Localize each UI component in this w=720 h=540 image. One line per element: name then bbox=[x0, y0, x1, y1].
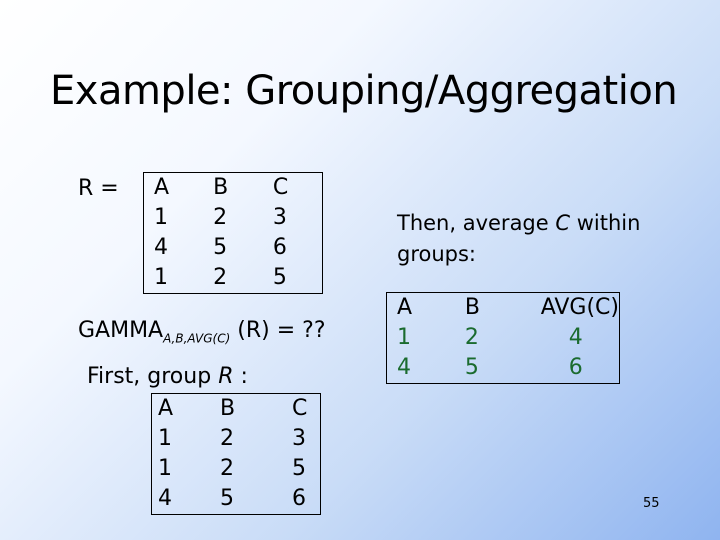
table-row: 1 2 3 bbox=[144, 203, 323, 233]
table-cell: 2 bbox=[220, 426, 234, 451]
table-cell: 6 bbox=[292, 486, 306, 511]
gamma-expression: GAMMAA,B,AVG(C) (R) = ?? bbox=[78, 318, 326, 345]
table-row: 1 2 4 bbox=[387, 323, 620, 353]
header-cell-b: B bbox=[220, 396, 236, 421]
header-cell-b: B bbox=[464, 295, 480, 320]
table-cell: 2 bbox=[213, 205, 228, 230]
table-cell: 1 bbox=[397, 325, 411, 350]
result-relation-table: A B AVG(C) 1 2 4 4 5 6 bbox=[386, 292, 620, 384]
table-header-row: A B C bbox=[144, 173, 323, 204]
then-step-var: C bbox=[555, 211, 571, 235]
table-cell: 5 bbox=[292, 456, 306, 481]
slide-title: Example: Grouping/Aggregation bbox=[50, 68, 678, 114]
header-cell-avg-c: AVG(C) bbox=[540, 295, 619, 320]
table-row: 1 2 5 bbox=[152, 454, 321, 484]
header-cell-a: A bbox=[397, 295, 413, 320]
page-number: 55 bbox=[643, 496, 660, 511]
first-step-colon: : bbox=[233, 364, 248, 389]
table-cell: 2 bbox=[220, 456, 234, 481]
table-cell: 2 bbox=[464, 325, 479, 350]
header-cell-a: A bbox=[158, 396, 174, 421]
table-cell: 3 bbox=[292, 426, 306, 451]
then-step-text: Then, average C within groups: bbox=[397, 208, 687, 270]
table-cell: 6 bbox=[568, 355, 583, 380]
header-cell-c: C bbox=[272, 175, 289, 200]
relation-r-label: R = bbox=[78, 176, 119, 201]
then-step-label: Then, average bbox=[397, 211, 556, 235]
header-cell-b: B bbox=[213, 175, 229, 200]
table-cell: 4 bbox=[397, 355, 411, 380]
table-header-row: A B AVG(C) bbox=[387, 293, 620, 324]
table-cell: 5 bbox=[272, 265, 287, 290]
table-cell: 1 bbox=[154, 205, 168, 230]
header-cell-c: C bbox=[292, 396, 308, 421]
table-cell: 6 bbox=[272, 235, 287, 260]
table-row: 4 5 6 bbox=[152, 484, 321, 515]
first-step-var: R bbox=[218, 364, 234, 389]
table-cell: 5 bbox=[464, 355, 479, 380]
grouped-relation-table: A B C 1 2 3 1 2 5 4 5 6 bbox=[151, 393, 321, 515]
table-cell: 5 bbox=[213, 235, 228, 260]
table-row: 1 2 5 bbox=[144, 263, 323, 294]
table-cell: 4 bbox=[158, 486, 172, 511]
table-cell: 2 bbox=[213, 265, 228, 290]
table-cell: 5 bbox=[220, 486, 234, 511]
table-row: 4 5 6 bbox=[387, 353, 620, 384]
header-cell-a: A bbox=[154, 175, 170, 200]
table-cell: 1 bbox=[158, 426, 172, 451]
table-row: 4 5 6 bbox=[144, 233, 323, 263]
gamma-prefix: GAMMA bbox=[78, 318, 164, 343]
table-cell: 4 bbox=[154, 235, 168, 260]
table-row: 1 2 3 bbox=[152, 424, 321, 454]
first-step-text: First, group R : bbox=[87, 364, 248, 389]
gamma-suffix: (R) = ?? bbox=[230, 318, 326, 343]
first-step-label: First, group bbox=[87, 364, 219, 389]
then-step-label-end: within groups: bbox=[397, 211, 641, 266]
gamma-subscript: A,B,AVG(C) bbox=[163, 331, 231, 346]
table-cell: 1 bbox=[158, 456, 172, 481]
table-header-row: A B C bbox=[152, 394, 321, 425]
table-cell: 1 bbox=[154, 265, 168, 290]
table-cell: 4 bbox=[568, 325, 583, 350]
relation-r-table: A B C 1 2 3 4 5 6 1 2 5 bbox=[143, 172, 323, 294]
table-cell: 3 bbox=[272, 205, 287, 230]
